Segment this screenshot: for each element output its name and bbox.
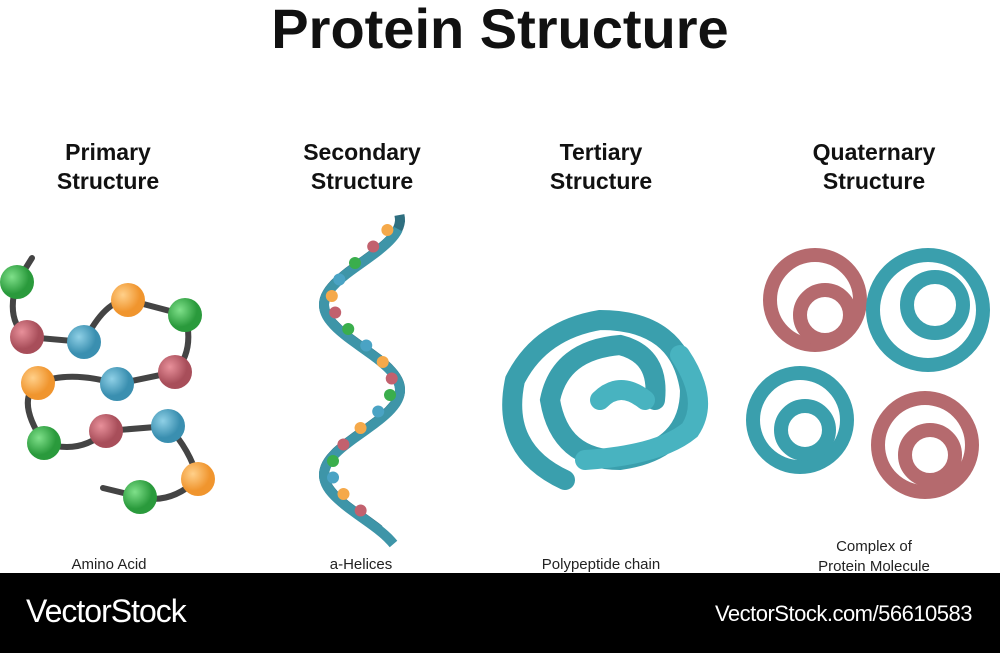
helix-residue (372, 405, 385, 418)
illustrations (0, 214, 990, 548)
heading-line: Tertiary (559, 139, 643, 165)
heading-line: Primary (65, 139, 151, 165)
primary-structure-chain (0, 255, 215, 514)
alpha-helix (318, 214, 406, 548)
helix-residue (354, 504, 367, 517)
helix-residue (342, 323, 355, 335)
helix-residue (367, 240, 380, 253)
heading-line: Structure (56, 168, 160, 194)
helix-residue (329, 306, 342, 319)
helix-residue (337, 488, 350, 500)
helix-residue (326, 455, 339, 467)
helix-residue (348, 257, 361, 269)
caption-line: Complex of (836, 538, 912, 555)
heading-line: Structure (310, 168, 414, 194)
helix-residue (360, 339, 373, 352)
helix-residue (333, 273, 346, 286)
quaternary-complex (746, 248, 990, 499)
helix-residue (376, 356, 389, 368)
helix-residue (385, 372, 398, 385)
quaternary-caption: Complex of Protein Molecule (754, 537, 994, 577)
caption-line: Protein Molecule (818, 558, 930, 575)
helix-residue (384, 389, 397, 401)
page-title: Protein Structure (271, 0, 729, 60)
tertiary-caption: Polypeptide chain (541, 556, 661, 573)
tertiary-coil (502, 309, 708, 490)
heading-line: Secondary (303, 139, 421, 165)
heading-line: Quaternary (812, 139, 936, 165)
helix-residue (354, 422, 367, 434)
image-url: VectorStock.com/56610583 (714, 601, 973, 626)
secondary-caption: a-Helices (329, 556, 393, 573)
heading-line: Structure (822, 168, 926, 194)
helix-residue (381, 224, 394, 236)
footer-bar: VectorStock VectorStock.com/56610583 (0, 573, 1000, 653)
helix-residue (337, 438, 350, 451)
helix-residue (325, 290, 338, 302)
heading-line: Structure (549, 168, 653, 194)
brand-logo: VectorStock (26, 593, 187, 629)
primary-caption: Amino Acid (71, 556, 147, 573)
helix-residue (327, 471, 340, 484)
